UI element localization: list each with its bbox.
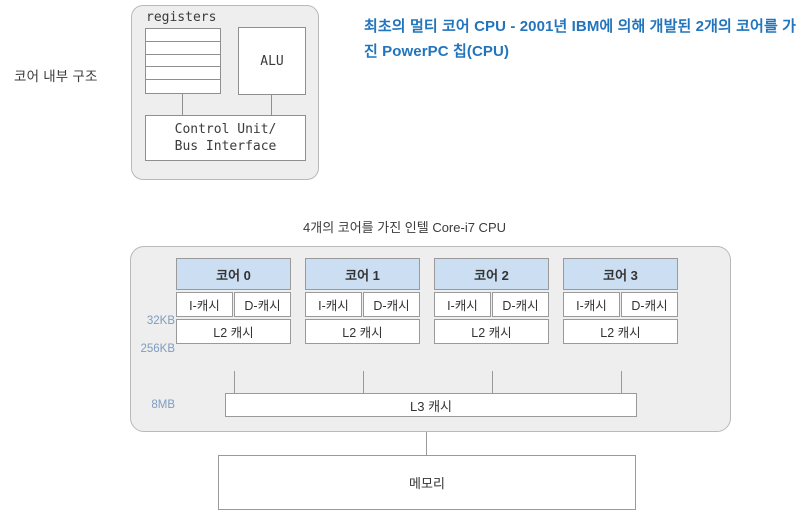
intro-note-text: 최초의 멀티 코어 CPU - 2001년 IBM에 의해 개발된 2개의 코어… — [364, 18, 797, 60]
registers-box — [145, 28, 221, 94]
register-row — [146, 29, 220, 42]
d-cache-0: D-캐시 — [234, 292, 291, 317]
i-cache-1: I-캐시 — [305, 292, 362, 317]
i-cache-0: I-캐시 — [176, 292, 233, 317]
alu-box: ALU — [238, 27, 306, 95]
control-unit-box: Control Unit/ Bus Interface — [145, 115, 306, 161]
l1-size-label: 32KB — [146, 315, 175, 327]
l3-cache-box: L3 캐시 — [225, 393, 637, 417]
l1-cache-row-1: I-캐시 D-캐시 — [305, 292, 420, 317]
core-to-l3-connector-0 — [234, 371, 235, 394]
l2-cache-2: L2 캐시 — [434, 319, 549, 344]
l1-cache-row-3: I-캐시 D-캐시 — [563, 292, 678, 317]
control-unit-line-1: Control Unit/ — [174, 122, 277, 137]
alu-connector-line — [271, 95, 272, 115]
d-cache-3: D-캐시 — [621, 292, 678, 317]
l2-cache-3: L2 캐시 — [563, 319, 678, 344]
core-to-l3-connector-3 — [621, 371, 622, 394]
l2-size-label: 256KB — [140, 343, 175, 355]
core-header-2: 코어 2 — [434, 258, 549, 290]
cpu-to-memory-connector — [426, 432, 427, 456]
l2-cache-1: L2 캐시 — [305, 319, 420, 344]
register-row — [146, 55, 220, 68]
l1-cache-row-2: I-캐시 D-캐시 — [434, 292, 549, 317]
core-column-1: 코어 1 I-캐시 D-캐시 L2 캐시 — [305, 258, 420, 344]
core-header-1: 코어 1 — [305, 258, 420, 290]
core-column-0: 코어 0 I-캐시 D-캐시 L2 캐시 — [176, 258, 291, 344]
l1-cache-row-0: I-캐시 D-캐시 — [176, 292, 291, 317]
l3-size-label: 8MB — [151, 399, 175, 411]
registers-label: registers — [146, 10, 217, 25]
core-to-l3-connector-2 — [492, 371, 493, 394]
register-row — [146, 42, 220, 55]
core-to-l3-connector-1 — [363, 371, 364, 394]
i-cache-2: I-캐시 — [434, 292, 491, 317]
d-cache-1: D-캐시 — [363, 292, 420, 317]
core-header-3: 코어 3 — [563, 258, 678, 290]
cpu-diagram-title: 4개의 코어를 가진 인텔 Core-i7 CPU — [303, 220, 507, 235]
core-column-2: 코어 2 I-캐시 D-캐시 L2 캐시 — [434, 258, 549, 344]
core-structure-caption: 코어 내부 구조 — [14, 69, 98, 84]
registers-connector-line — [182, 94, 183, 115]
l2-cache-0: L2 캐시 — [176, 319, 291, 344]
memory-box: 메모리 — [218, 455, 636, 510]
register-row — [146, 80, 220, 93]
core-header-0: 코어 0 — [176, 258, 291, 290]
register-row — [146, 67, 220, 81]
d-cache-2: D-캐시 — [492, 292, 549, 317]
core-column-3: 코어 3 I-캐시 D-캐시 L2 캐시 — [563, 258, 678, 344]
control-unit-line-2: Bus Interface — [174, 139, 277, 154]
i-cache-3: I-캐시 — [563, 292, 620, 317]
